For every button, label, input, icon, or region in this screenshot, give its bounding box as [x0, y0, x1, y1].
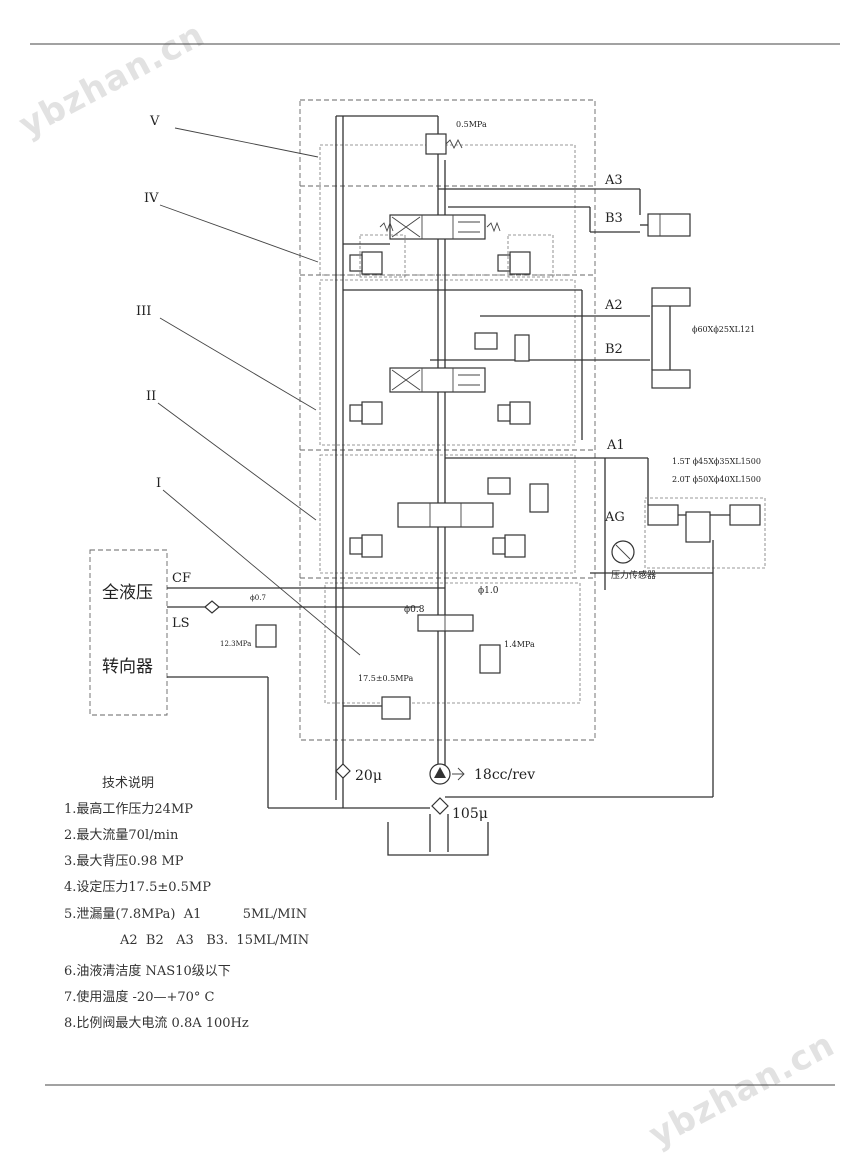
pilot-check-valve	[474, 332, 498, 350]
cylinder-2-top	[651, 287, 691, 307]
leader-iii	[159, 317, 317, 411]
relief-valve-05	[425, 133, 447, 155]
label-pump: 18cc/rev	[474, 767, 535, 783]
solenoid-right	[497, 404, 511, 422]
label-pressure-sensor: 压力传感器	[611, 569, 656, 581]
cylinder-3	[647, 213, 691, 237]
port-label-a3: A3	[604, 173, 623, 188]
reducing-valve-right	[504, 534, 526, 558]
reducing-valve-left	[361, 251, 383, 275]
reducing-valve-right	[509, 251, 531, 275]
section-iii-inner	[319, 279, 576, 446]
small-valve	[514, 334, 530, 362]
pilot-check-valve-2	[487, 477, 511, 495]
note-item: 5.泄漏量(7.8MPa) A1 5ML/MIN	[64, 907, 308, 922]
reducing-valve-right	[509, 401, 531, 425]
solenoid-left	[349, 537, 363, 555]
solenoid-left	[349, 254, 363, 272]
directional-valve-iii	[389, 367, 486, 393]
valve-dash-box	[507, 234, 554, 278]
label-filter-20: 20μ	[355, 768, 382, 784]
cylinder-2-bottom	[651, 369, 691, 389]
label-05mpa: 0.5MPa	[456, 120, 487, 129]
label-123mpa: 12.3MPa	[220, 640, 251, 648]
port-label-b2: B2	[605, 342, 623, 357]
pump-shaft-icon	[452, 767, 465, 781]
check-valve-icon	[204, 600, 220, 614]
reducing-valve-left	[361, 534, 383, 558]
cross-arrows-icon	[391, 369, 421, 391]
filter-105-icon	[431, 797, 449, 815]
velocity-fuse-valve	[685, 511, 711, 543]
port-label-ls: LS	[172, 616, 190, 631]
note-item: 1.最高工作压力24MP	[64, 802, 194, 817]
label-cylinder-1b: 2.0T ϕ50Xϕ40XL1500	[672, 475, 761, 484]
solenoid-right	[492, 537, 506, 555]
lift-cylinder-right	[729, 504, 761, 526]
small-valve-2	[529, 483, 549, 513]
spring-icon	[486, 221, 501, 233]
section-label-ii: II	[146, 389, 156, 404]
directional-valve-iv	[389, 214, 486, 240]
port-label-b3: B3	[605, 211, 623, 226]
label-14mpa: 1.4MPa	[504, 640, 535, 649]
section-label-i: I	[156, 476, 161, 491]
spring-icon	[445, 138, 463, 150]
spring-icon	[379, 221, 394, 233]
leader-iv	[159, 204, 319, 263]
lift-valve-box	[644, 497, 766, 569]
parallel-arrows-icon	[458, 374, 480, 386]
pump-arrow-icon	[434, 767, 446, 778]
port-label-a2: A2	[604, 298, 623, 313]
label-phi08: ϕ0.8	[404, 605, 425, 615]
note-item-5-cont: A2 B2 A3 B3. 15ML/MIN	[120, 933, 310, 948]
section-label-iv: IV	[144, 191, 159, 206]
solenoid-left	[349, 404, 363, 422]
section-label-v: V	[149, 114, 160, 129]
note-item: 3.最大背压0.98 MP	[64, 854, 184, 869]
solenoid-right	[497, 254, 511, 272]
label-175mpa: 17.5±0.5MPa	[358, 674, 413, 683]
steering-unit-box	[89, 549, 168, 716]
cross-arrows-icon	[391, 216, 421, 238]
leader-ii	[157, 402, 317, 521]
port-label-ag: AG	[604, 510, 625, 525]
section-i-inner	[324, 582, 581, 704]
label-phi10: ϕ1.0	[478, 586, 499, 596]
label-cylinder-1a: 1.5T ϕ45Xϕ35XL1500	[672, 457, 761, 466]
filter-20-icon	[335, 763, 351, 779]
directional-valve-ii	[397, 502, 494, 528]
steering-label-1: 全液压	[102, 583, 153, 603]
parallel-arrows-icon	[458, 221, 480, 233]
priority-valve	[417, 614, 474, 632]
notes-title: 技术说明	[102, 776, 155, 791]
label-cylinder-2: ϕ60Xϕ25XL121	[692, 325, 755, 334]
note-item: 2.最大流量70l/min	[64, 828, 179, 843]
gauge-needle	[615, 544, 631, 560]
steering-label-2: 转向器	[102, 657, 153, 677]
section-label-iii: III	[136, 304, 151, 319]
relief-valve-14	[479, 644, 501, 674]
lift-cylinder-left	[647, 504, 679, 526]
reducing-valve-left	[361, 401, 383, 425]
leader-v	[174, 127, 319, 158]
label-phi07: ϕ0.7	[250, 594, 266, 602]
leader-i	[162, 489, 361, 656]
section-v-inner	[319, 144, 576, 276]
valve-block-outline	[299, 99, 596, 741]
note-item: 8.比例阀最大电流 0.8A 100Hz	[64, 1016, 249, 1031]
main-relief-valve	[381, 696, 411, 720]
note-item: 4.设定压力17.5±0.5MP	[64, 880, 211, 895]
tank-icon	[387, 822, 489, 856]
port-label-cf: CF	[172, 571, 191, 586]
port-label-a1: A1	[606, 438, 625, 453]
note-item: 6.油液清洁度 NAS10级以下	[64, 964, 231, 979]
note-item: 7.使用温度 -20—+70° C	[64, 990, 215, 1005]
section-ii-inner	[319, 454, 576, 574]
valve-dash-box	[359, 234, 406, 278]
relief-valve-123	[255, 624, 277, 648]
label-filter-105: 105μ	[452, 806, 488, 822]
